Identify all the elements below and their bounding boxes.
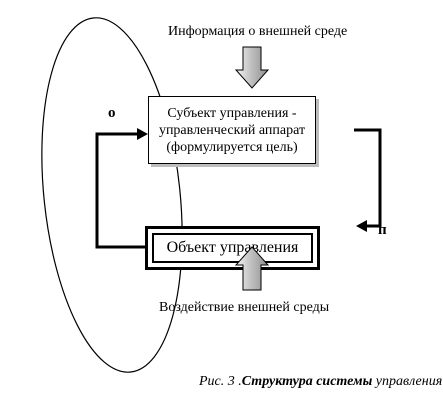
feedback-arrowhead-right bbox=[356, 220, 367, 232]
subject-line-1: Субъект управления - bbox=[167, 105, 297, 121]
info-label: Информация о внешней среде bbox=[168, 24, 348, 39]
subject-box: Субъект управления - управленческий аппа… bbox=[148, 96, 316, 164]
caption-bold: Структура системы bbox=[241, 374, 373, 389]
feedback-arrowhead-left bbox=[137, 128, 148, 140]
caption-suffix: управления bbox=[372, 374, 443, 389]
env-label: Воздействие внешней среды bbox=[159, 300, 330, 315]
info-block-arrow bbox=[234, 46, 270, 89]
subject-line-2: управленческий аппарат bbox=[158, 122, 306, 138]
figure-caption: Рис. 3 .Структура системы управления bbox=[199, 374, 442, 390]
caption-prefix: Рис. 3 . bbox=[199, 374, 242, 389]
feedback-line-left bbox=[95, 132, 145, 249]
loop-label-left: о bbox=[108, 105, 116, 121]
subject-line-3: (формулируется цель) bbox=[166, 139, 298, 155]
loop-label-right: п bbox=[378, 222, 387, 238]
object-box: Объект управления bbox=[145, 226, 320, 270]
object-box-label: Объект управления bbox=[152, 233, 313, 263]
system-boundary-ellipse bbox=[41, 17, 183, 373]
feedback-line-right bbox=[354, 128, 382, 228]
